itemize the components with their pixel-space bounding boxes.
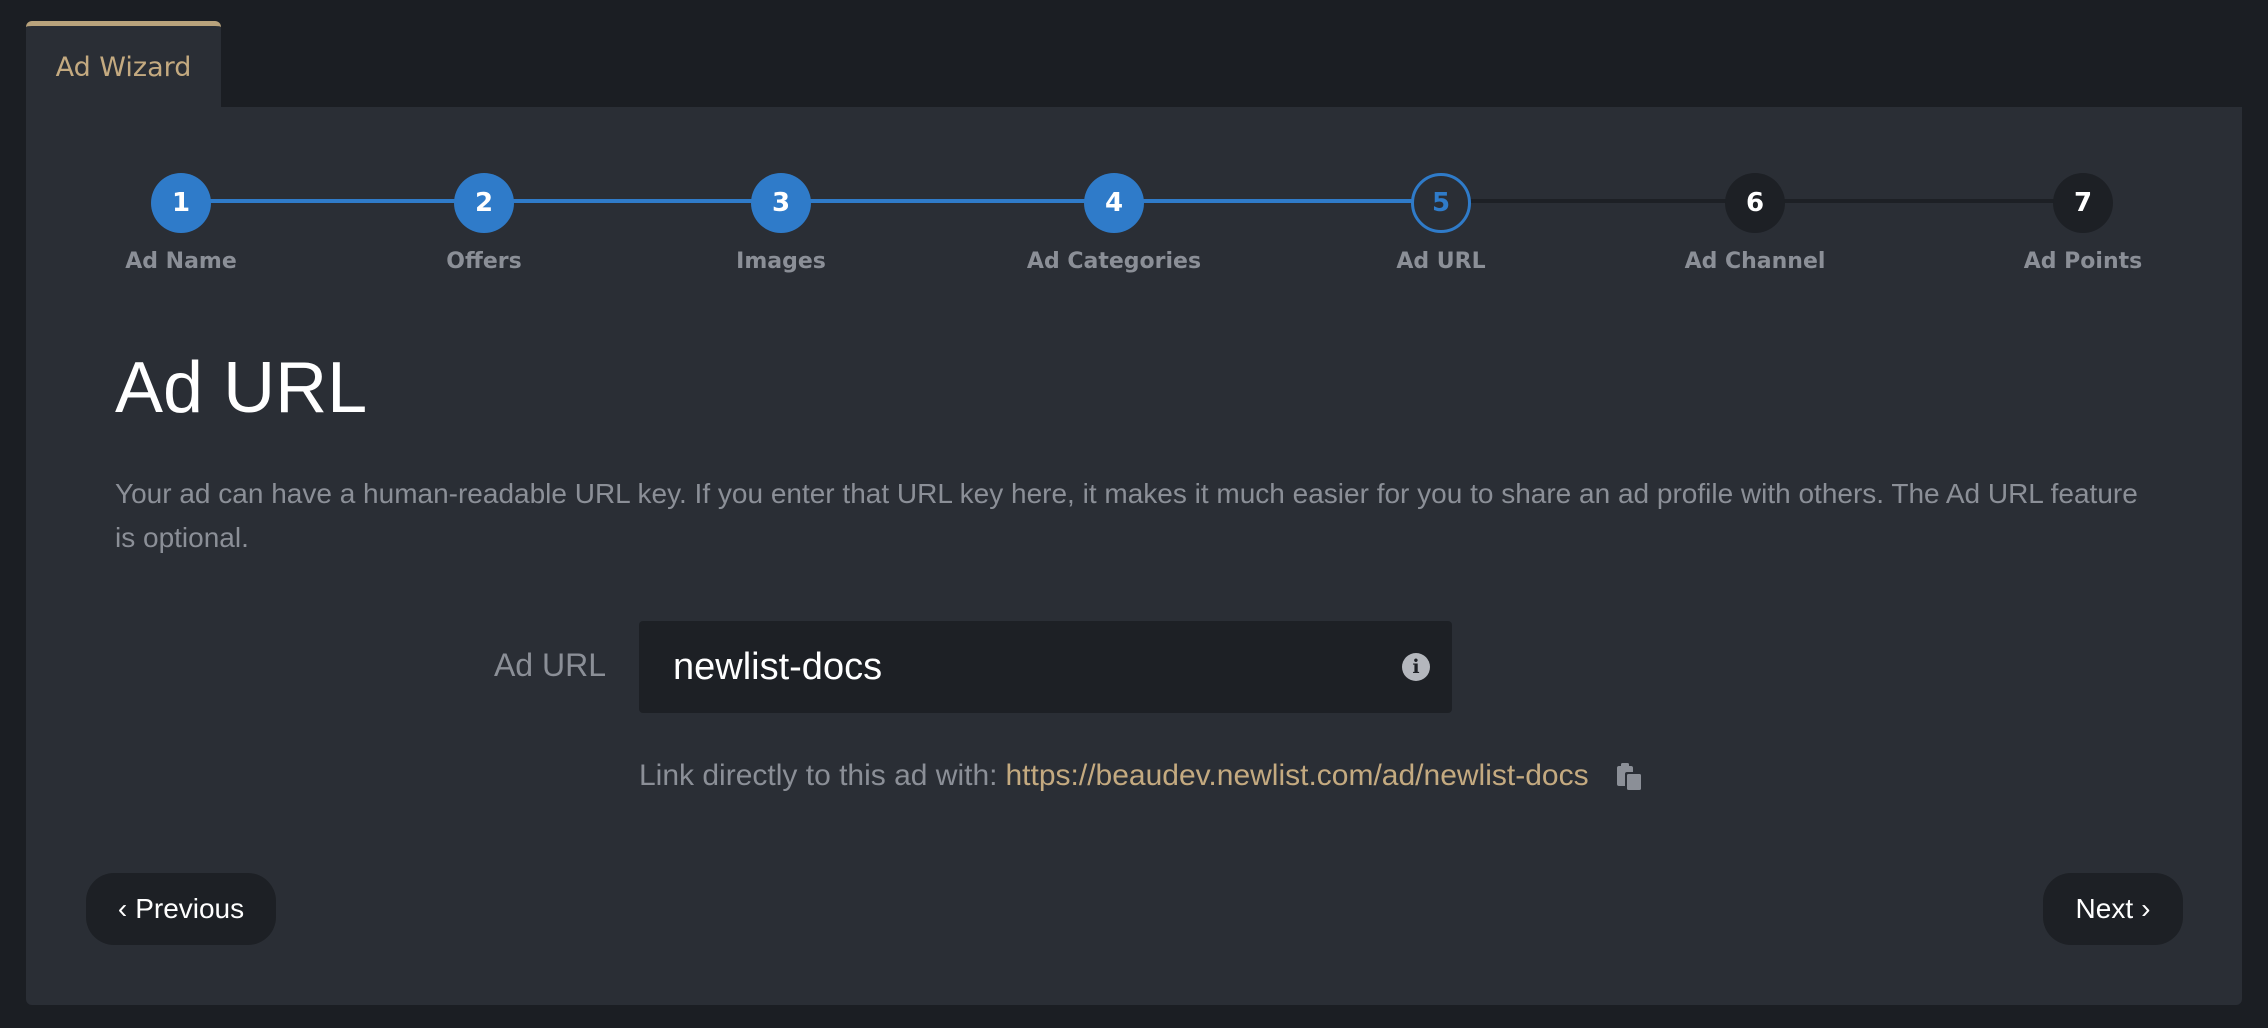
previous-label: Previous <box>135 893 245 924</box>
step-images[interactable]: 3 Images <box>661 173 901 274</box>
step-label: Ad Categories <box>1026 249 1202 274</box>
chevron-right-icon: › <box>2141 893 2151 924</box>
step-ad-url[interactable]: 5 Ad URL <box>1321 173 1561 274</box>
ad-url-input[interactable] <box>639 621 1359 713</box>
step-ad-categories[interactable]: 4 Ad Categories <box>994 173 1234 274</box>
tab-ad-wizard[interactable]: Ad Wizard <box>26 21 221 108</box>
step-number[interactable]: 6 <box>1725 173 1785 233</box>
step-label: Ad URL <box>1396 249 1486 274</box>
step-number[interactable]: 1 <box>151 173 211 233</box>
copy-icon[interactable] <box>1615 760 1645 792</box>
wizard-stepper: 1 Ad Name 2 Offers 3 Images 4 Ad Categor… <box>26 107 2242 307</box>
step-label: Images <box>736 249 826 274</box>
wizard-panel: 1 Ad Name 2 Offers 3 Images 4 Ad Categor… <box>26 107 2242 1005</box>
step-ad-channel[interactable]: 6 Ad Channel <box>1635 173 1875 274</box>
step-label: Ad Points <box>2023 249 2143 274</box>
tab-ad-wizard-label: Ad Wizard <box>55 51 192 83</box>
ad-url-label: Ad URL <box>493 647 606 683</box>
step-number[interactable]: 4 <box>1084 173 1144 233</box>
step-number[interactable]: 2 <box>454 173 514 233</box>
next-button[interactable]: Next › <box>2043 873 2183 945</box>
step-label: Ad Channel <box>1684 249 1826 274</box>
info-icon[interactable]: i <box>1402 653 1430 681</box>
direct-link-prefix: Link directly to this ad with: <box>639 759 998 792</box>
step-ad-points[interactable]: 7 Ad Points <box>1963 173 2203 274</box>
ad-url-field: i <box>639 621 1452 713</box>
direct-link-row: Link directly to this ad with: https://b… <box>639 759 1645 793</box>
step-label: Ad Name <box>125 249 237 274</box>
direct-link-url[interactable]: https://beaudev.newlist.com/ad/newlist-d… <box>1005 759 1589 792</box>
step-number[interactable]: 3 <box>751 173 811 233</box>
step-label: Offers <box>446 249 522 274</box>
step-number[interactable]: 7 <box>2053 173 2113 233</box>
step-ad-name[interactable]: 1 Ad Name <box>61 173 301 274</box>
page-description: Your ad can have a human-readable URL ke… <box>115 478 2138 553</box>
step-offers[interactable]: 2 Offers <box>364 173 604 274</box>
chevron-left-icon: ‹ <box>117 893 128 924</box>
next-label: Next <box>2075 893 2134 924</box>
previous-button[interactable]: ‹ Previous <box>86 873 276 945</box>
step-number[interactable]: 5 <box>1411 173 1471 233</box>
page-title: Ad URL <box>115 348 368 428</box>
